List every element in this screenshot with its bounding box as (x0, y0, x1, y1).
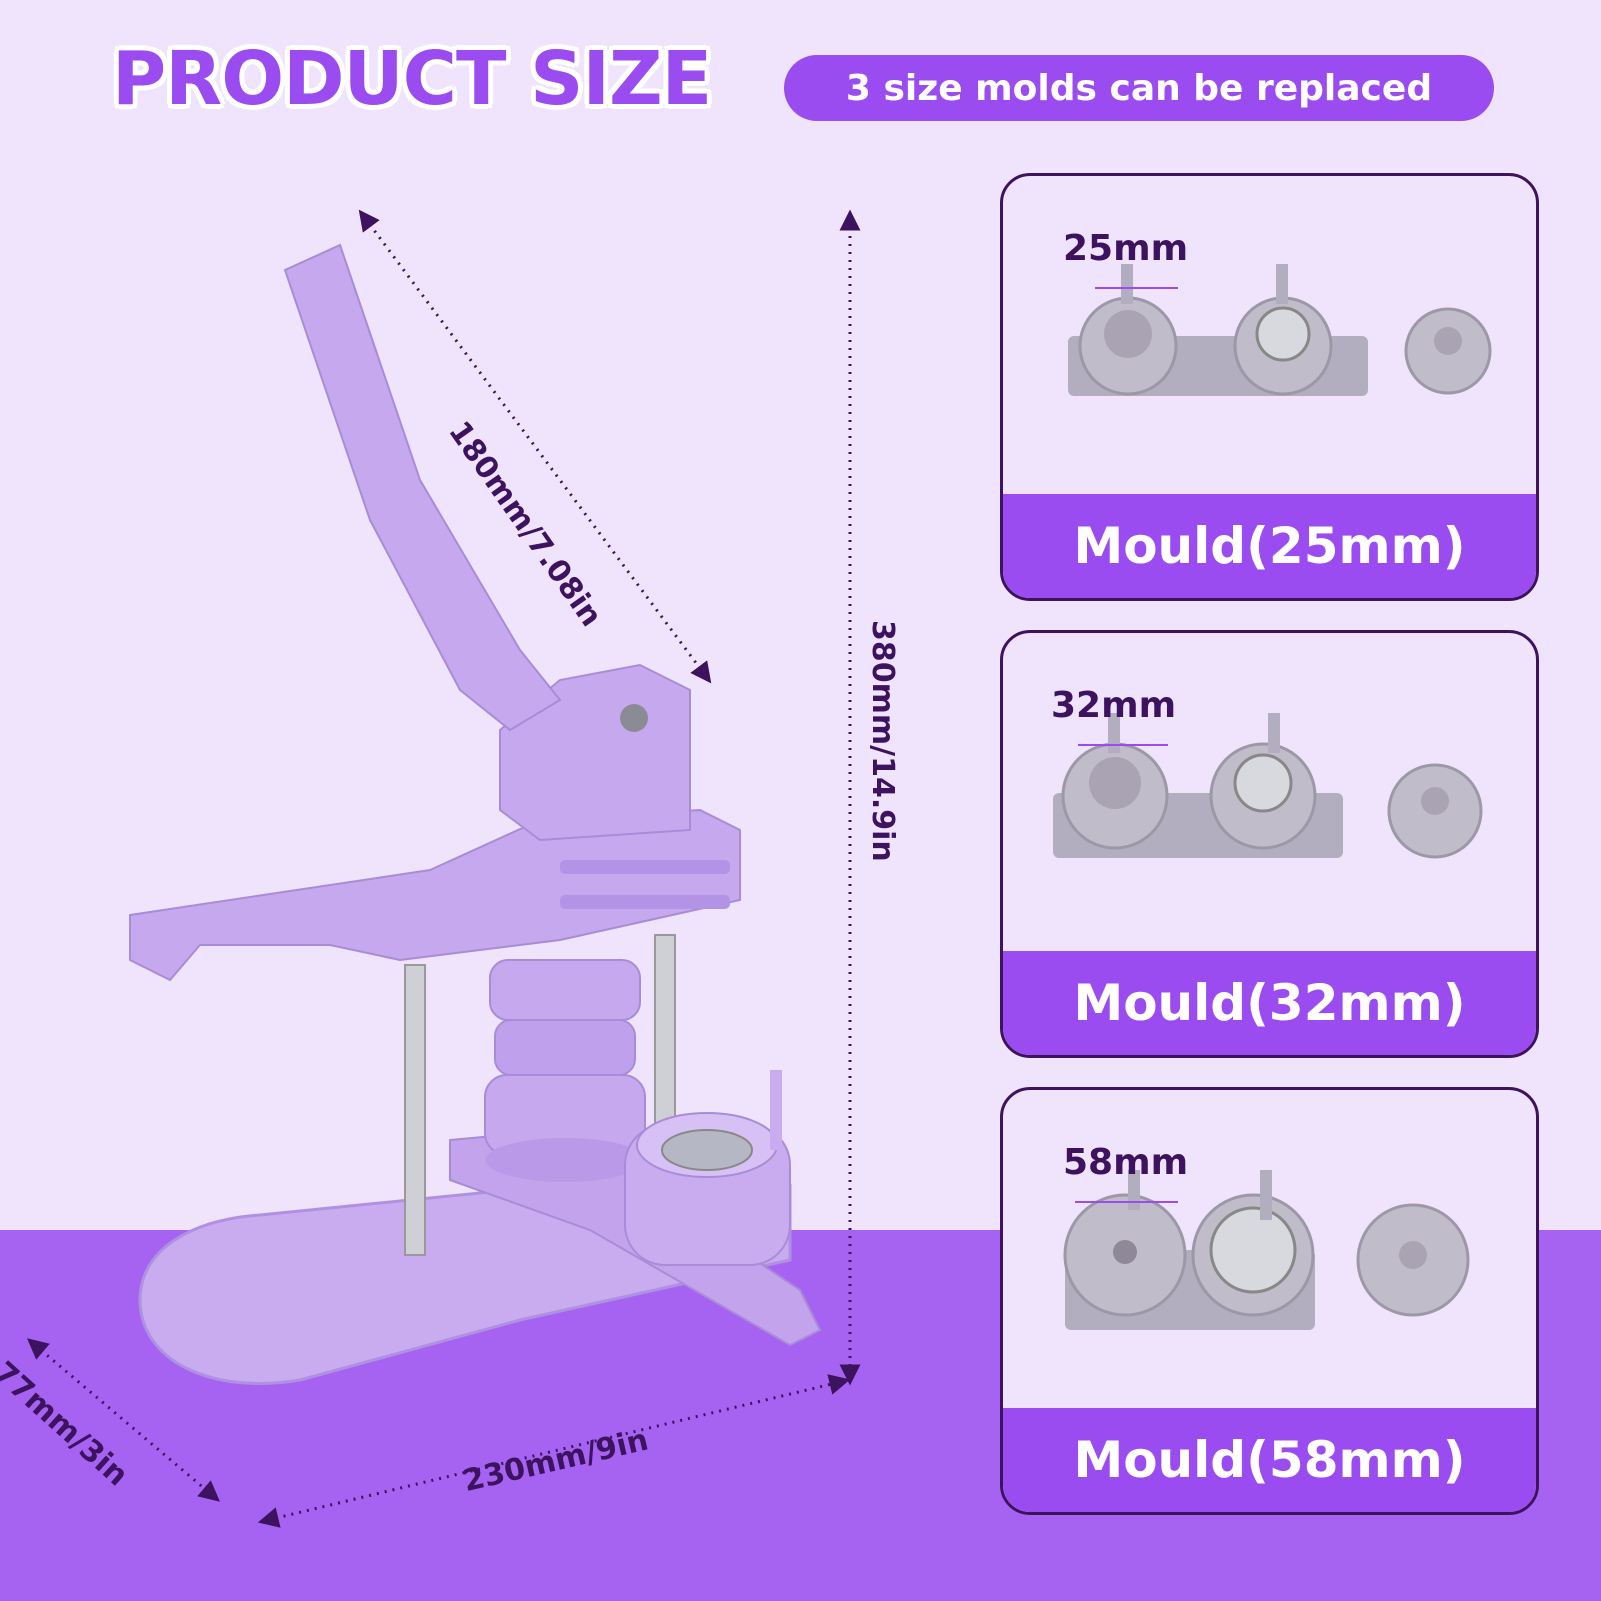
mould-label-band: Mould(32mm) (1003, 951, 1536, 1055)
mould-set-image (1063, 1170, 1470, 1330)
subtitle-badge: 3 size molds can be replaced (784, 55, 1494, 121)
press-pillars (404, 934, 676, 1256)
page-title: PRODUCT SIZE (112, 36, 712, 122)
mould-card-32mm: 32mm Mould(32mm) (1000, 630, 1539, 1058)
dimension-lines (26, 209, 861, 1528)
mould-size-label: 25mm (1063, 228, 1189, 269)
mould-size-label: 58mm (1063, 1142, 1189, 1183)
mould-label: Mould(32mm) (1073, 974, 1466, 1032)
mould-card-58mm: 58mm Mould(58mm) (1000, 1087, 1539, 1515)
press-body (129, 663, 741, 982)
dimension-height: 380mm/14.9in (865, 620, 900, 862)
mould-size-label: 32mm (1051, 685, 1177, 726)
mould-label-band: Mould(58mm) (1003, 1408, 1536, 1512)
mould-label: Mould(58mm) (1073, 1431, 1466, 1489)
press-bottom-mould (624, 1070, 791, 1266)
press-die-stack (484, 959, 646, 1182)
mould-set-image (1053, 713, 1483, 859)
mould-label-band: Mould(25mm) (1003, 494, 1536, 598)
mould-card-25mm: 25mm Mould(25mm) (1000, 173, 1539, 601)
mould-label: Mould(25mm) (1073, 517, 1466, 575)
subtitle-text: 3 size molds can be replaced (845, 67, 1433, 109)
mould-set-image (1068, 264, 1492, 396)
